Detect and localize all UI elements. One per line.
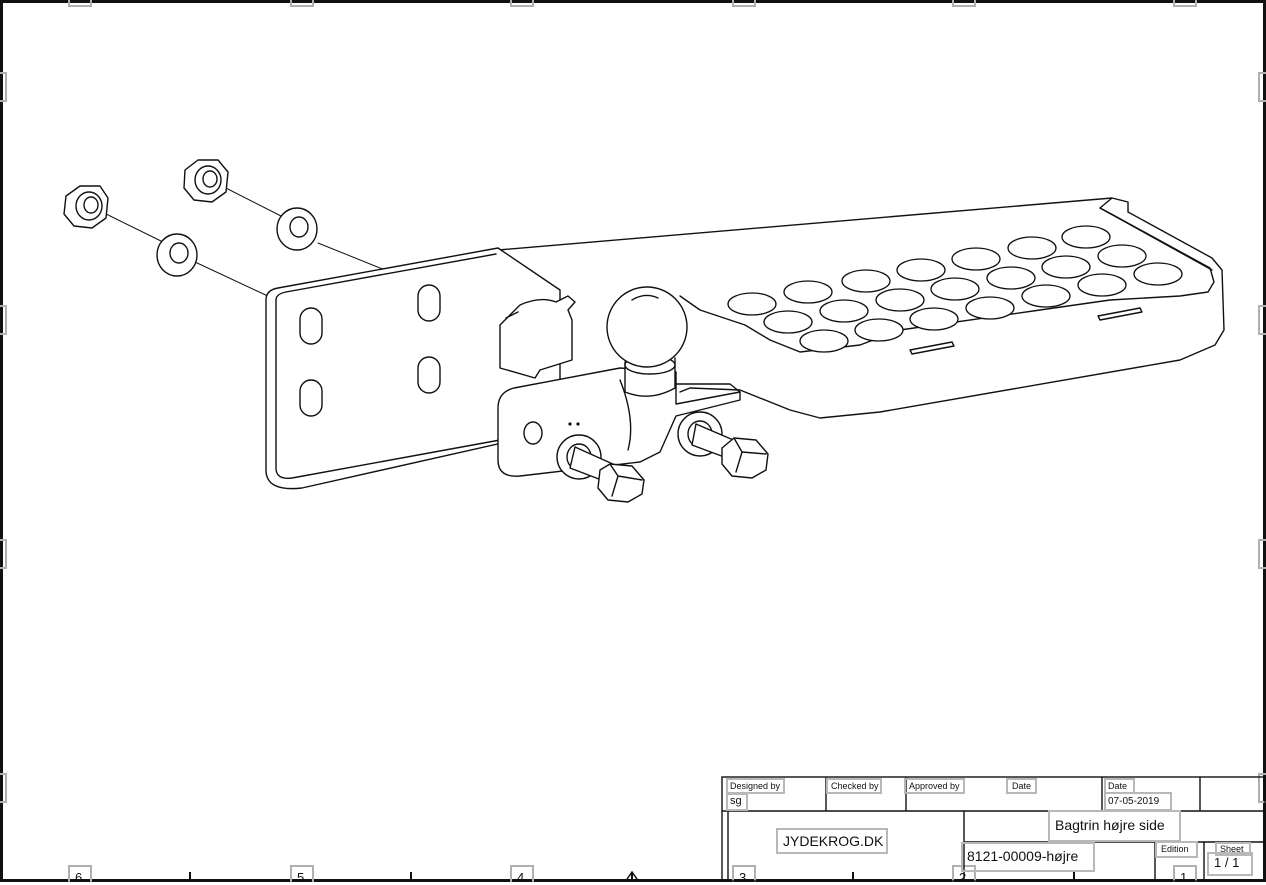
date-label-1: Date	[1012, 781, 1032, 791]
edition-label: Edition	[1161, 844, 1189, 854]
nut-right	[183, 159, 229, 203]
zone-label-1: 1	[1180, 870, 1188, 885]
zone-label-3: 3	[739, 870, 747, 885]
designed-by-label-box	[726, 778, 785, 794]
zone-label-boxes-bottom	[68, 865, 1197, 882]
bolt-rear	[677, 411, 769, 479]
zone-label-6: 6	[75, 870, 83, 885]
drawing-title-box	[1048, 810, 1181, 842]
part-number-box	[961, 842, 1095, 872]
company-box	[776, 828, 888, 854]
step-holes	[727, 225, 1183, 353]
edition-label-box	[1155, 841, 1198, 858]
exploded-assembly-view	[63, 159, 1225, 503]
mounting-bracket	[265, 247, 561, 490]
zone-label-2: 2	[959, 870, 967, 885]
sheet-value: 1 / 1	[1214, 855, 1240, 870]
bolt-front	[556, 434, 645, 503]
date-label-2: Date	[1108, 781, 1128, 791]
designed-by-label: Designed by	[730, 781, 781, 791]
designed-by-value: sg	[730, 795, 742, 807]
zone-label-4: 4	[517, 870, 525, 885]
checked-by-label: Checked by	[831, 781, 879, 791]
sheet-value-box	[1207, 852, 1253, 876]
drawing-title: Bagtrin højre side	[1055, 817, 1165, 833]
center-mark-icon	[624, 870, 640, 882]
washer-right	[276, 207, 318, 251]
company-name: JYDEKROG.DK	[783, 833, 884, 849]
washer-left	[156, 233, 198, 277]
zone-ticks-top	[68, 0, 1197, 7]
sheet-label: Sheet	[1220, 844, 1244, 854]
sheet-label-box	[1215, 842, 1251, 856]
nut-left	[63, 185, 109, 229]
designed-by-value-box	[726, 793, 748, 811]
checked-by-label-box	[826, 778, 882, 794]
part-number: 8121-00009-højre	[967, 848, 1079, 864]
approved-by-label-box	[904, 778, 965, 794]
zone-label-5: 5	[297, 870, 305, 885]
step-plate	[269, 197, 1225, 419]
spring-clip	[499, 295, 576, 379]
approved-by-label: Approved by	[909, 781, 960, 791]
date-label-1-box	[1006, 778, 1037, 794]
date-value: 07-05-2019	[1108, 796, 1160, 807]
zone-ticks-sides	[0, 72, 1266, 803]
